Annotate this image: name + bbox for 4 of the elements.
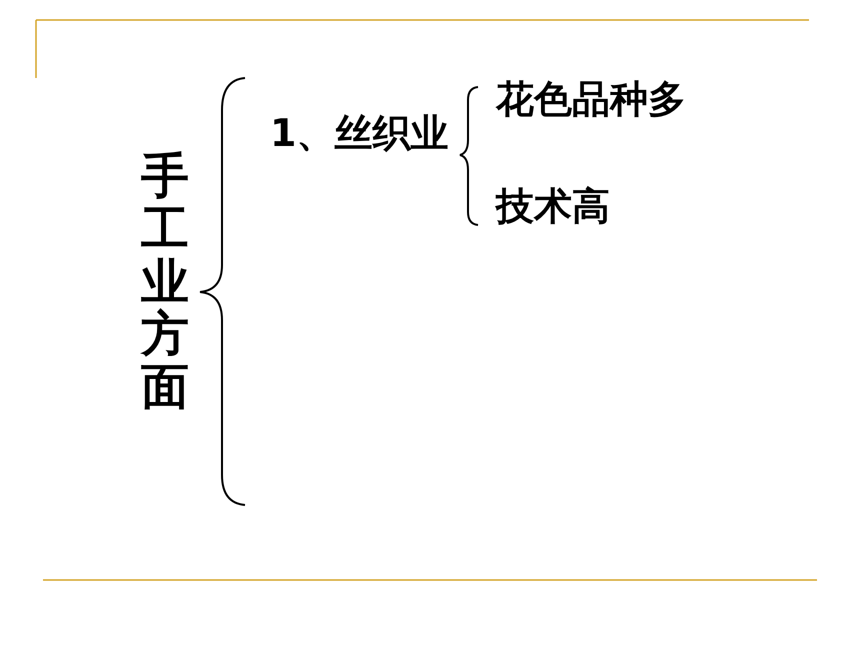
category-label: 1、丝织业 — [270, 113, 448, 155]
vertical-heading: 手工业方面 — [141, 150, 189, 414]
feature-label: 花色品种多 — [496, 79, 686, 121]
feature-label: 技术高 — [496, 186, 610, 228]
